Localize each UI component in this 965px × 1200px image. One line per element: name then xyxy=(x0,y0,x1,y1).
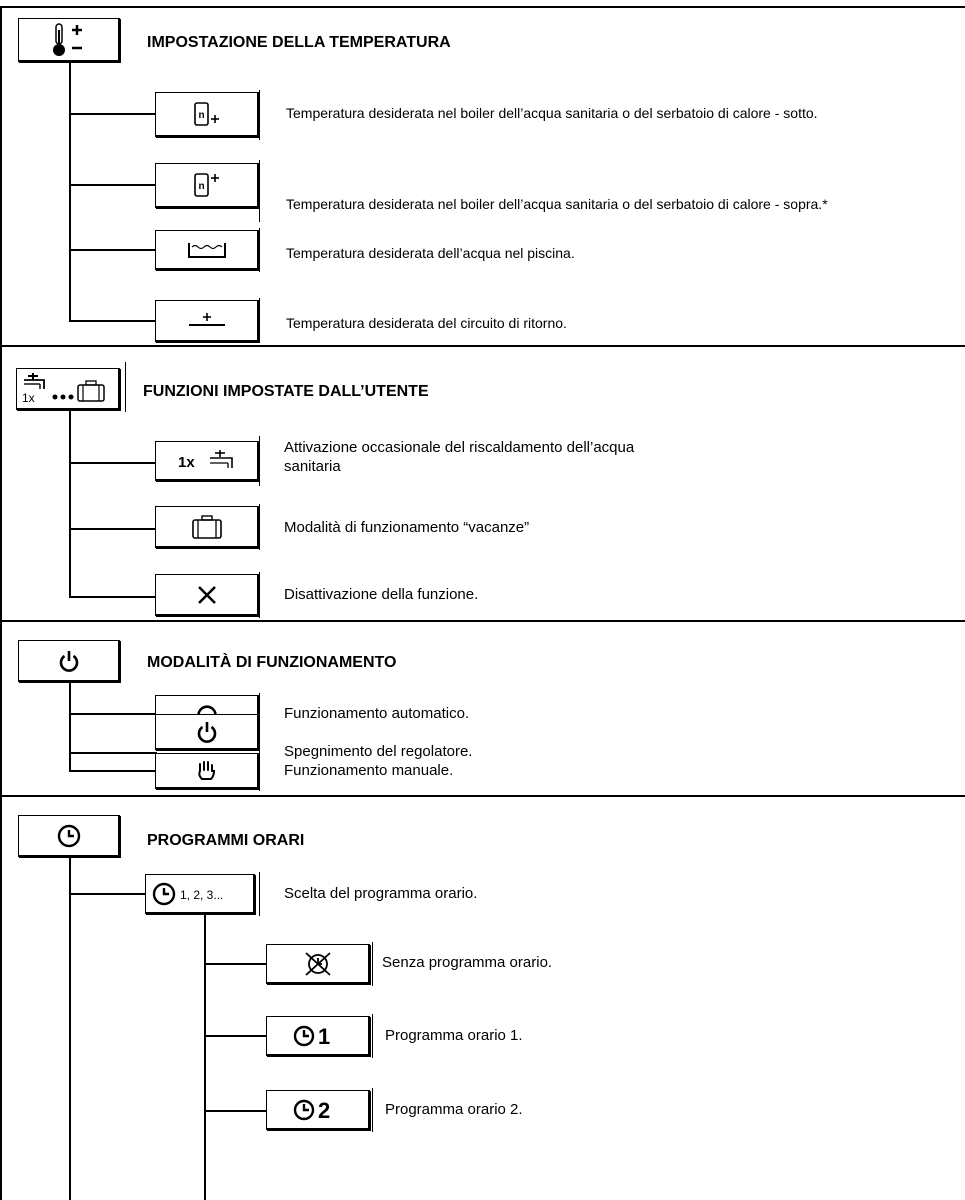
tree-connector xyxy=(69,62,71,322)
left-border xyxy=(0,6,2,1200)
item-description: Programma orario 2. xyxy=(385,1101,523,1118)
power-icon xyxy=(197,721,216,743)
top-border xyxy=(0,6,965,8)
tree-connector xyxy=(204,1035,268,1037)
item-description: Funzionamento automatico. xyxy=(284,705,470,722)
svg-text:1: 1 xyxy=(318,1024,330,1049)
disable-function-button[interactable] xyxy=(155,574,259,616)
svg-text:n: n xyxy=(198,181,204,192)
clock-icon: 1 xyxy=(293,1024,330,1049)
separator xyxy=(259,298,260,342)
separator xyxy=(259,228,260,272)
svg-text:1, 2, 3...: 1, 2, 3... xyxy=(180,888,223,902)
time-programs-button[interactable] xyxy=(18,815,120,857)
item-description: Temperatura desiderata nel boiler dell’a… xyxy=(286,196,828,212)
svg-text:n: n xyxy=(198,110,204,121)
tree-connector xyxy=(204,1110,268,1112)
separator xyxy=(259,751,260,791)
item-description: Funzionamento manuale. xyxy=(284,762,454,779)
separator xyxy=(125,362,126,412)
thermometer-plus-minus-icon xyxy=(52,22,82,56)
tree-connector xyxy=(69,752,157,754)
clock-icon xyxy=(57,824,80,847)
no-program-button[interactable] xyxy=(266,944,370,984)
section-title: IMPOSTAZIONE DELLA TEMPERATURA xyxy=(147,34,451,51)
program-select-button[interactable]: 1, 2, 3... xyxy=(145,874,255,914)
separator xyxy=(372,1088,373,1132)
separator xyxy=(259,693,260,735)
item-description: Temperatura desiderata dell’acqua nel pi… xyxy=(286,245,575,261)
separator xyxy=(259,872,260,916)
temperature-settings-button[interactable] xyxy=(18,18,120,62)
tree-connector xyxy=(69,770,157,772)
item-description: Scelta del programma orario. xyxy=(284,885,478,902)
one-time-hot-water-icon: 1x xyxy=(178,449,233,471)
tree-connector xyxy=(204,963,268,965)
separator xyxy=(259,572,260,618)
tree-connector xyxy=(69,320,157,322)
item-description: Modalità di funzionamento “vacanze” xyxy=(284,519,530,536)
item-description: Temperatura desiderata del circuito di r… xyxy=(286,315,567,331)
tree-connector xyxy=(69,596,157,598)
tree-connector xyxy=(69,857,71,1200)
tree-connector xyxy=(69,528,157,530)
no-program-clock-icon xyxy=(304,951,331,976)
separator xyxy=(259,160,260,222)
item-description: Attivazione occasionale del riscaldament… xyxy=(284,439,635,456)
tank-top-temp-button[interactable]: n xyxy=(155,163,259,208)
return-circuit-temp-button[interactable] xyxy=(155,300,259,342)
tank-bottom-temp-button[interactable]: n xyxy=(155,92,259,137)
item-description: Disattivazione della funzione. xyxy=(284,586,479,603)
separator xyxy=(372,1014,373,1058)
user-functions-button[interactable]: 1x xyxy=(16,368,120,410)
separator xyxy=(259,90,260,140)
svg-text:1x: 1x xyxy=(22,391,35,405)
tree-connector xyxy=(69,249,157,251)
section-title: MODALITÀ DI FUNZIONAMENTO xyxy=(147,654,397,671)
item-description: Senza programma orario. xyxy=(382,954,553,971)
tree-connector xyxy=(69,184,157,186)
tree-connector xyxy=(69,410,71,598)
clock-icon: 1, 2, 3... xyxy=(152,882,223,905)
tree-connector xyxy=(69,462,157,464)
manual-mode-button[interactable] xyxy=(155,753,259,789)
section-divider xyxy=(0,795,965,797)
power-icon xyxy=(59,650,78,672)
holiday-mode-button[interactable] xyxy=(155,506,259,548)
clock-icon: 2 xyxy=(293,1098,330,1123)
tree-connector xyxy=(204,914,206,1200)
hand-icon xyxy=(197,760,215,780)
section-title: FUNZIONI IMPOSTATE DALL’UTENTE xyxy=(143,383,429,400)
tree-connector xyxy=(69,113,157,115)
one-time-hot-water-button[interactable]: 1x xyxy=(155,441,259,481)
separator xyxy=(259,504,260,550)
tank-sensor-top-icon: n xyxy=(193,173,219,197)
operating-mode-button[interactable] xyxy=(18,640,120,682)
return-circuit-icon xyxy=(188,312,225,326)
tree-connector xyxy=(69,713,157,715)
x-icon xyxy=(197,585,216,604)
item-description: Spegnimento del regolatore. xyxy=(284,743,473,760)
program-2-button[interactable]: 2 xyxy=(266,1090,370,1130)
item-description: Programma orario 1. xyxy=(385,1027,523,1044)
svg-text:2: 2 xyxy=(318,1098,330,1123)
svg-text:1x: 1x xyxy=(178,454,195,471)
tank-sensor-bottom-icon: n xyxy=(193,102,219,126)
section-divider xyxy=(0,345,965,347)
item-description: Temperatura desiderata nel boiler dell’a… xyxy=(286,105,818,121)
separator xyxy=(259,436,260,486)
item-description: sanitaria xyxy=(284,458,341,475)
tree-connector xyxy=(69,682,71,772)
program-1-button[interactable]: 1 xyxy=(266,1016,370,1056)
pool-temp-button[interactable] xyxy=(155,230,259,270)
controller-off-button[interactable] xyxy=(155,714,259,750)
section-title: PROGRAMMI ORARI xyxy=(147,832,305,849)
suitcase-icon xyxy=(191,514,222,539)
section-divider xyxy=(0,620,965,622)
tap-suitcase-icon: 1x xyxy=(22,372,105,405)
tree-connector xyxy=(69,893,147,895)
pool-icon xyxy=(187,242,226,258)
separator xyxy=(372,942,373,986)
